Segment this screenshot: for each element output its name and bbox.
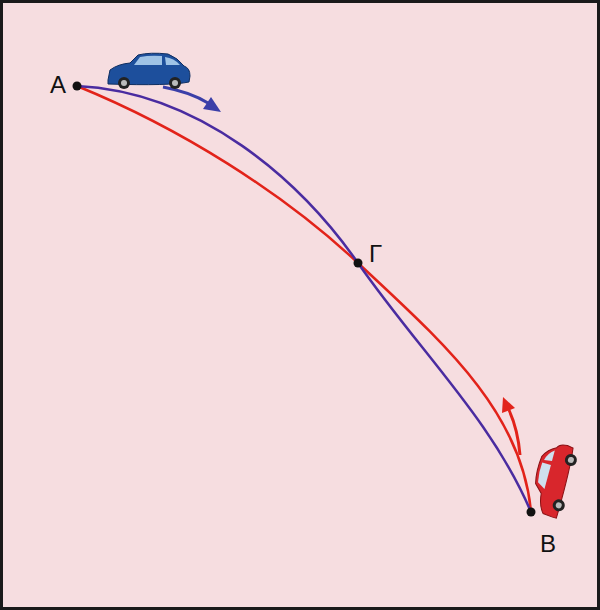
red-arrow <box>509 410 520 455</box>
red-car <box>527 440 580 520</box>
blue-trajectory <box>77 86 531 512</box>
red-trajectory <box>77 86 531 512</box>
red-arrowhead <box>502 397 515 413</box>
blue-arrow <box>163 87 208 103</box>
blue-car <box>108 53 190 89</box>
point-label: Β <box>540 532 556 556</box>
point-label: Γ <box>369 242 382 266</box>
point-dot <box>354 259 363 268</box>
point-dot <box>73 82 82 91</box>
blue-arrowhead <box>203 97 221 112</box>
point-dot <box>527 508 536 517</box>
point-label: Α <box>50 73 66 97</box>
